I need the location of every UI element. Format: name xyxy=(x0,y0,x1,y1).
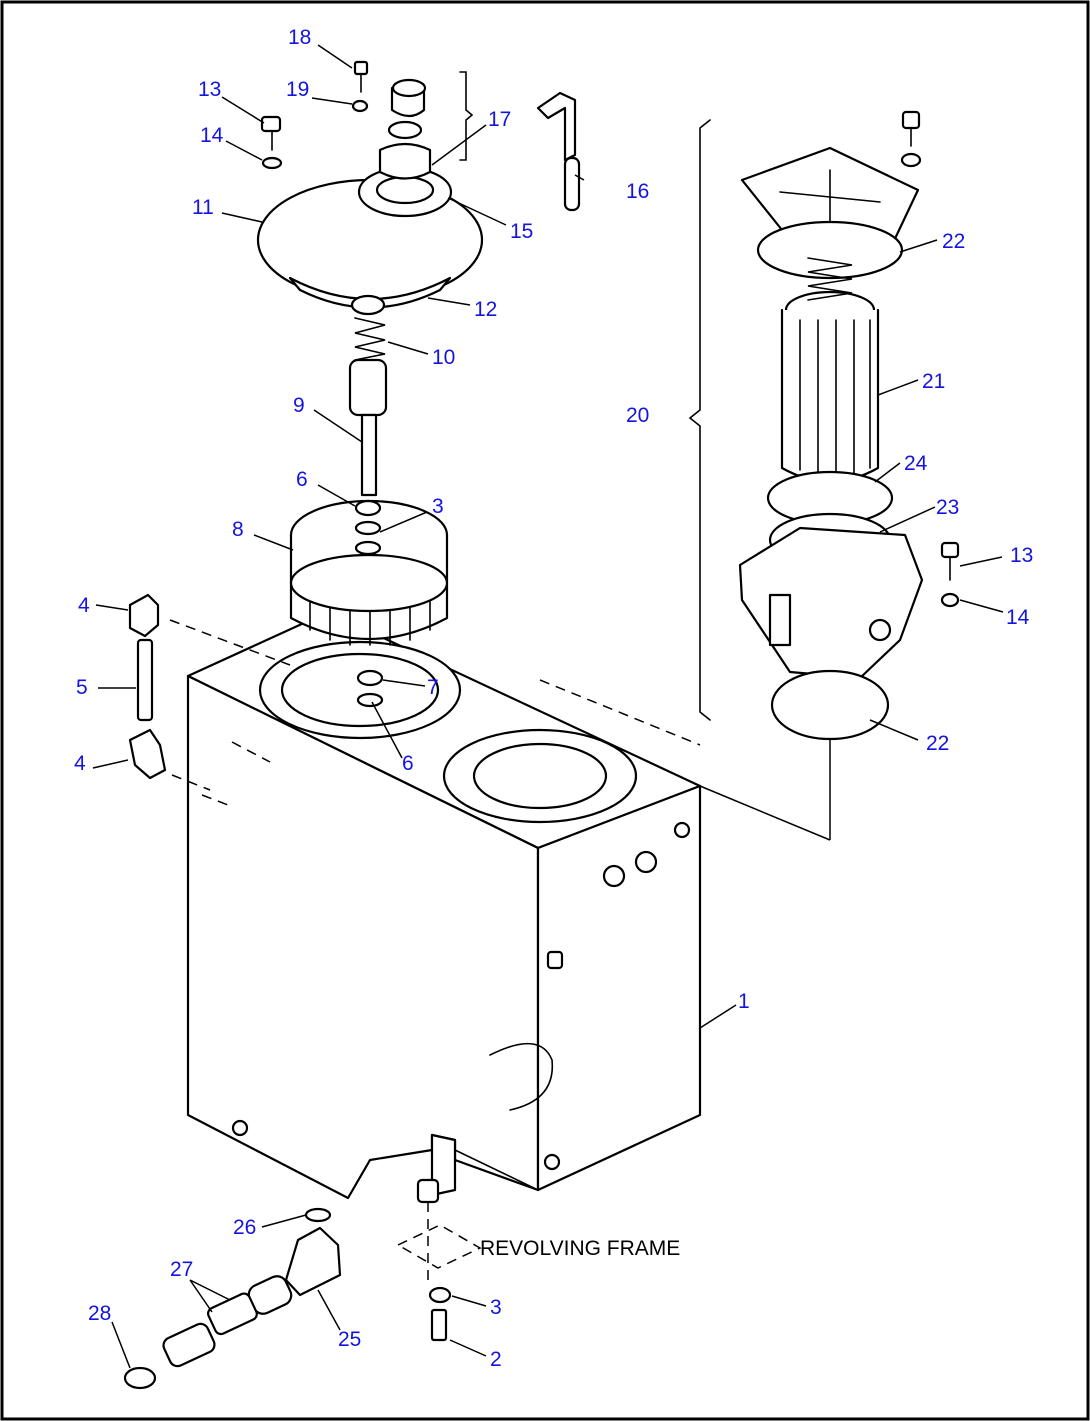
callout-25: 25 xyxy=(338,1328,361,1351)
callout-9: 9 xyxy=(293,394,305,417)
callout-3-upper: 3 xyxy=(432,495,444,518)
callout-7: 7 xyxy=(427,676,439,699)
callout-28: 28 xyxy=(88,1302,111,1325)
callout-14-right: 14 xyxy=(1006,606,1030,629)
callout-26: 26 xyxy=(233,1216,256,1239)
callout-19: 19 xyxy=(286,78,309,101)
callout-24: 24 xyxy=(904,452,928,475)
callout-20: 20 xyxy=(626,404,649,427)
callout-10: 10 xyxy=(432,346,455,369)
callout-5: 5 xyxy=(76,676,88,699)
callout-11: 11 xyxy=(192,196,214,219)
strainer-assembly xyxy=(289,317,449,708)
revolving-frame-label: REVOLVING FRAME xyxy=(480,1237,680,1260)
callout-18: 18 xyxy=(288,26,311,49)
callout-4-upper: 4 xyxy=(78,594,90,617)
return-filter-assembly xyxy=(539,110,960,841)
callout-4-lower: 4 xyxy=(74,752,86,775)
callout-22-upper: 22 xyxy=(942,230,965,253)
hydraulic-tank-body xyxy=(186,610,702,1200)
callout-22-lower: 22 xyxy=(926,732,949,755)
callout-27: 27 xyxy=(170,1258,193,1281)
callout-1: 1 xyxy=(738,990,750,1013)
callout-3-lower: 3 xyxy=(490,1296,502,1319)
callout-8: 8 xyxy=(232,518,244,541)
callout-14: 14 xyxy=(200,124,224,147)
callout-6-upper: 6 xyxy=(296,468,308,491)
leader-lines xyxy=(92,44,1004,1369)
callout-15: 15 xyxy=(510,220,533,243)
tank-cover-assembly xyxy=(256,60,581,316)
callout-13: 13 xyxy=(198,78,221,101)
callout-2: 2 xyxy=(490,1348,502,1371)
callout-16: 16 xyxy=(626,180,649,203)
callout-12: 12 xyxy=(474,298,497,321)
callout-17: 17 xyxy=(488,108,511,131)
drain-valve-assembly xyxy=(123,1178,482,1390)
callout-6-lower: 6 xyxy=(402,752,414,775)
callout-numbers: 18 19 13 14 17 16 11 15 12 10 9 6 3 8 4 … xyxy=(74,26,1033,1371)
callout-23: 23 xyxy=(936,496,959,519)
callout-13-right: 13 xyxy=(1010,544,1033,567)
callout-21: 21 xyxy=(922,370,945,393)
level-gauge-assembly xyxy=(128,593,291,791)
